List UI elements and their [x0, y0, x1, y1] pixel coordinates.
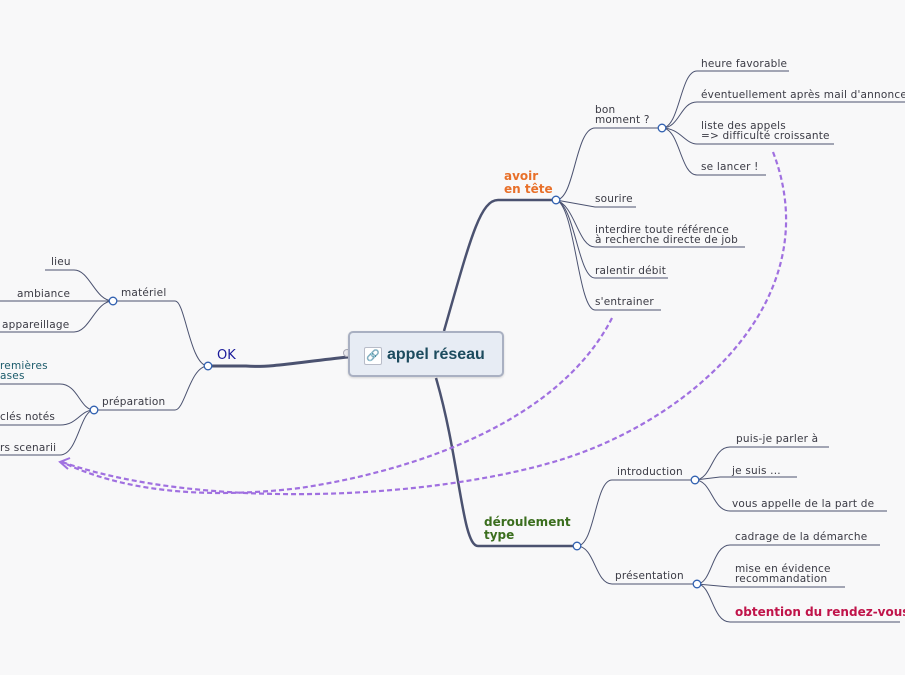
- topic-appareillage[interactable]: appareillage: [2, 319, 70, 331]
- topic-premieres-phases[interactable]: remières ases: [0, 360, 48, 382]
- connector-central-ok: [208, 355, 349, 368]
- topic-liste-appels[interactable]: liste des appels => difficulté croissant…: [701, 120, 830, 142]
- topic-avoir-en-tete[interactable]: avoir en tête: [504, 169, 553, 196]
- central-topic[interactable]: 🔗 appel réseau: [348, 331, 504, 377]
- relation-arc-selancer: [61, 151, 787, 496]
- topic-introduction[interactable]: introduction: [617, 466, 683, 478]
- topic-je-suis[interactable]: je suis ...: [732, 465, 781, 477]
- topic-sentrainer[interactable]: s'entrainer: [595, 296, 654, 308]
- relation-arrowhead: [58, 457, 71, 470]
- topic-ralentir-debit[interactable]: ralentir débit: [595, 265, 667, 277]
- topic-ok[interactable]: OK: [217, 348, 236, 363]
- topic-mise-en-evidence[interactable]: mise en évidence recommandation: [735, 563, 831, 585]
- topic-materiel[interactable]: matériel: [121, 287, 167, 299]
- topic-preparation[interactable]: préparation: [102, 396, 166, 408]
- connector-central-avoir: [442, 198, 556, 332]
- connector-central-deroulement: [434, 377, 577, 548]
- central-topic-title: appel réseau: [387, 346, 485, 363]
- topic-se-lancer[interactable]: se lancer !: [701, 161, 759, 173]
- topic-cadrage[interactable]: cadrage de la démarche: [735, 531, 868, 543]
- topic-lieu[interactable]: lieu: [51, 256, 71, 268]
- topic-scenarii[interactable]: rs scenarii: [0, 442, 57, 454]
- topic-bon-moment[interactable]: bon moment ?: [595, 104, 650, 126]
- topic-mail-annonce[interactable]: éventuellement après mail d'annonce: [701, 89, 905, 101]
- topic-deroulement-type[interactable]: déroulement type: [484, 515, 571, 542]
- link-icon[interactable]: 🔗: [364, 347, 382, 365]
- topic-sourire[interactable]: sourire: [595, 193, 633, 205]
- topic-presentation[interactable]: présentation: [615, 570, 684, 582]
- relation-arc-sentrainer: [61, 317, 613, 495]
- topic-ambiance[interactable]: ambiance: [17, 288, 71, 300]
- topic-part-de[interactable]: vous appelle de la part de: [732, 498, 875, 510]
- topic-interdire-reference[interactable]: interdire toute référence à recherche di…: [595, 224, 739, 246]
- topic-puis-je-parler[interactable]: puis-je parler à: [736, 433, 819, 445]
- topic-obtention-rdv[interactable]: obtention du rendez-vous: [735, 605, 905, 619]
- topic-cles-notes[interactable]: clés notés: [0, 411, 56, 423]
- topic-heure-favorable[interactable]: heure favorable: [701, 58, 788, 70]
